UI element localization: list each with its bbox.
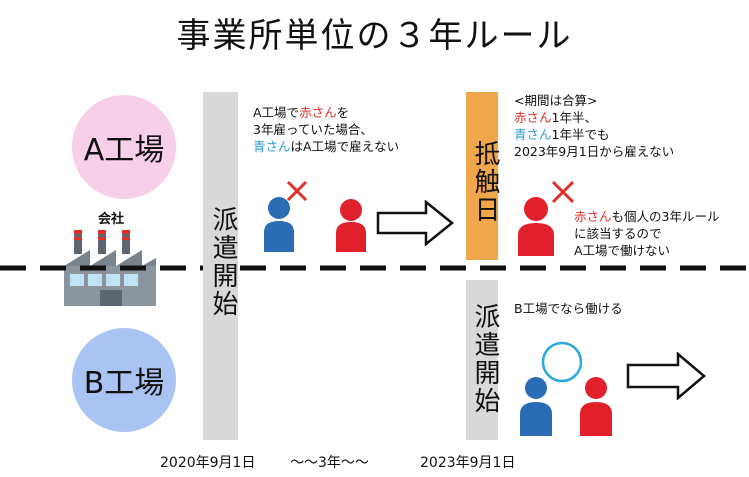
- red-person-icon: [336, 199, 366, 252]
- note-a: A工場で赤さんを 3年雇っていた場合、 青さんはA工場で雇えない: [253, 105, 400, 154]
- factory-b-label: B工場: [83, 366, 165, 401]
- note-b: B工場でなら働ける: [514, 301, 623, 316]
- date-start: 2020年9月1日: [160, 455, 256, 471]
- right-arrow-icon: [626, 352, 706, 400]
- dispatch-start-bar-2: [466, 280, 498, 440]
- red-person-icon: [518, 197, 554, 256]
- date-span: 〜〜3年〜〜: [290, 455, 369, 471]
- factory-a-label: A工場: [83, 133, 165, 168]
- blue-person-icon: [520, 377, 552, 436]
- blue-person-icon: [264, 197, 294, 252]
- company-label: 会社: [98, 212, 125, 227]
- note-period: <期間は合算> 赤さん1年半、 青さん1年半でも 2023年9月1日から雇えない: [514, 93, 675, 159]
- date-end: 2023年9月1日: [420, 455, 516, 471]
- ok-circle-icon: [541, 341, 583, 383]
- factory-a-circle: A工場: [72, 95, 176, 199]
- right-arrow-icon: [376, 200, 454, 246]
- dispatch-start-bar-1: [203, 92, 238, 440]
- factory-b-circle: B工場: [72, 328, 176, 432]
- conflict-day-bar: [466, 92, 498, 260]
- dispatch-start-label-2: 派遣開始: [470, 303, 500, 415]
- divider-line: [0, 265, 749, 271]
- cross-mark-icon: [286, 180, 308, 202]
- dispatch-start-label-1: 派遣開始: [208, 206, 238, 318]
- page-title: 事業所単位の３年ルール: [176, 16, 573, 56]
- note-individual: 赤さんも個人の3年ルール に該当するので A工場で働けない: [574, 209, 720, 258]
- red-person-icon: [580, 377, 612, 436]
- conflict-day-label: 抵触日: [470, 140, 500, 224]
- cross-mark-icon: [551, 180, 575, 204]
- factory-building-icon: [64, 230, 156, 306]
